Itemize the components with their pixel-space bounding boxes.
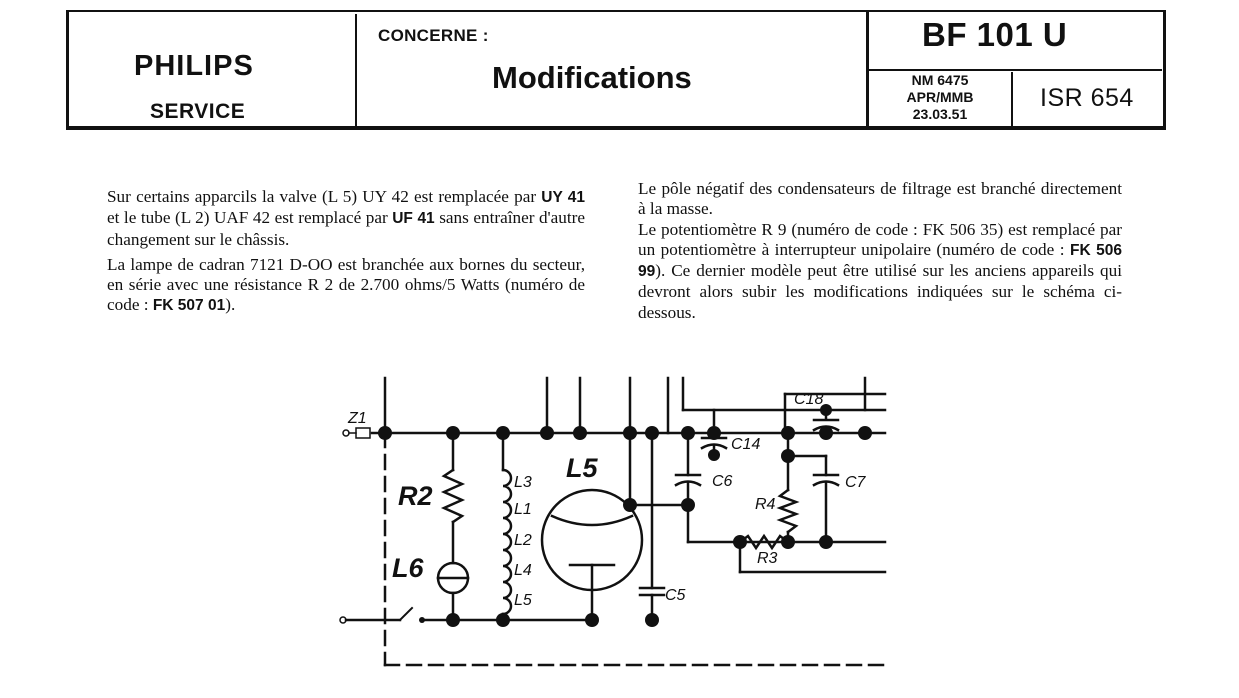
label-c18: C18 xyxy=(794,391,823,408)
right-text-column: Le pôle négatif des condensateurs de fil… xyxy=(638,179,1122,323)
brand-name: PHILIPS xyxy=(134,50,254,82)
text-run: ). Ce dernier modèle peut être utilisé s… xyxy=(638,261,1122,322)
service-label: SERVICE xyxy=(150,100,246,123)
lamp-symbol xyxy=(436,561,470,595)
reference-line: APR/MMB xyxy=(906,89,974,105)
part-code: UY 41 xyxy=(541,189,585,206)
concerne-label: CONCERNE : xyxy=(378,26,489,45)
text-run: Sur certains apparcils la valve (L 5) UY… xyxy=(107,187,542,206)
header-divider xyxy=(868,69,1162,71)
part-code: FK 506 99 xyxy=(638,241,1122,281)
reference-line: NM 6475 xyxy=(911,72,969,88)
coil-label: L2 xyxy=(514,532,532,549)
junction-dots xyxy=(378,404,872,627)
label-r2: R2 xyxy=(398,481,433,511)
label-l5-tube: L5 xyxy=(566,453,598,483)
model-number: BF 101 U xyxy=(922,16,1068,53)
label-z1: Z1 xyxy=(347,410,367,427)
header-divider xyxy=(355,14,357,126)
document-header xyxy=(66,10,1166,130)
tube-symbol xyxy=(540,488,644,592)
label-c7: C7 xyxy=(845,474,867,491)
part-code: FK 507 01 xyxy=(152,297,226,315)
reference-line: 23.03.51 xyxy=(912,106,968,122)
header-divider xyxy=(866,12,869,128)
label-r3: R3 xyxy=(757,550,778,567)
paragraph: La lampe de cadran 7121 D-OO est branché… xyxy=(107,255,585,317)
label-r4: R4 xyxy=(755,496,776,513)
label-c5: C5 xyxy=(665,587,686,604)
text-run: et le tube (L 2) UAF 42 est remplacé par xyxy=(107,208,393,228)
reference-block: NM 6475 APR/MMB 23.03.51 xyxy=(878,72,1002,123)
coil-label: L1 xyxy=(514,501,532,518)
coil-label: L4 xyxy=(514,562,532,579)
part-code: UF 41 xyxy=(392,210,435,228)
document-subject: Modifications xyxy=(492,60,692,95)
label-c14: C14 xyxy=(731,436,760,453)
paragraph: Le pôle négatif des condensateurs de fil… xyxy=(638,179,1122,219)
coil-label: L5 xyxy=(514,592,532,609)
coil-label: L3 xyxy=(514,474,532,491)
terminal xyxy=(342,429,350,437)
left-text-column: Sur certains apparcils la valve (L 5) UY… xyxy=(107,187,585,317)
text-run: sans entraîner d'autre changement sur le… xyxy=(107,208,585,249)
text-run: Le potentiomètre R 9 (numéro de code : F… xyxy=(638,219,1122,259)
header-divider xyxy=(1011,72,1013,126)
isr-number: ISR 654 xyxy=(1040,84,1134,112)
text-run: La lampe de cadran 7121 D-OO est branché… xyxy=(107,254,585,315)
text-run: ). xyxy=(225,295,236,315)
paragraph: Sur certains apparcils la valve (L 5) UY… xyxy=(107,187,585,250)
coil-symbol xyxy=(501,468,513,616)
label-l6: L6 xyxy=(392,553,424,583)
label-c6: C6 xyxy=(712,473,733,490)
paragraph: Le potentiomètre R 9 (numéro de code : F… xyxy=(638,220,1122,323)
fuse-symbol xyxy=(355,427,371,439)
